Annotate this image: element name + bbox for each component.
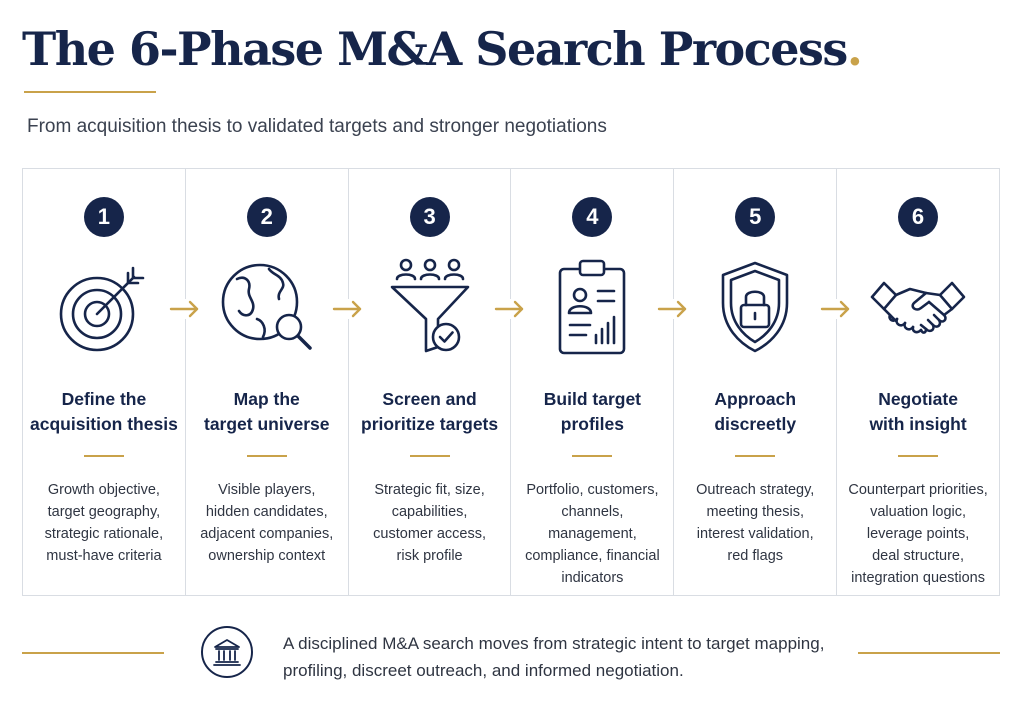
target-icon — [54, 257, 154, 357]
phase-description: Counterpart priorities, valuation logic,… — [848, 482, 988, 586]
phase-number-badge: 4 — [572, 197, 613, 237]
phase-description: Outreach strategy, meeting thesis, inter… — [696, 482, 815, 564]
funnel-people-icon — [380, 257, 480, 357]
phase-divider — [898, 455, 939, 457]
phase-card-2: 2 Map the target universe Visible player… — [186, 169, 364, 595]
phase-divider — [735, 455, 776, 457]
phase-title: Negotiate with insight — [869, 389, 967, 434]
footer-summary: A disciplined M&A search moves from stra… — [283, 634, 825, 680]
phase-card-1: 1 Define the acquisition thesis Growth o… — [23, 169, 201, 595]
phase-number-badge: 5 — [735, 197, 776, 237]
phase-number-badge: 3 — [409, 197, 450, 237]
arrow-right-icon — [494, 299, 527, 319]
phase-card-6: 6 Negotiate with insight Counterpart — [837, 169, 999, 595]
phase-divider — [83, 455, 124, 457]
phase-card-3: 3 Screen and prioritize targets Strategi… — [349, 169, 527, 595]
phase-divider — [409, 455, 450, 457]
handshake-icon — [868, 257, 968, 357]
phase-title: Map the target universe — [204, 389, 330, 434]
phase-number-badge: 1 — [83, 197, 124, 237]
phase-divider — [572, 455, 613, 457]
phase-description: Growth objective, target geography, stra… — [44, 482, 164, 564]
phase-number-badge: 6 — [898, 197, 939, 237]
phase-description: Visible players, hidden candidates, adja… — [200, 482, 334, 564]
phase-number-badge: 2 — [246, 197, 287, 237]
phase-title: Define the acquisition thesis — [30, 389, 178, 434]
page-title: The 6-Phase M&A Search Process. — [22, 22, 863, 76]
arrow-right-icon — [657, 299, 690, 319]
footer-rule-left — [22, 652, 164, 654]
phase-title: Screen and prioritize targets — [361, 389, 499, 434]
title-underline — [24, 91, 156, 93]
phase-card-4: 4 Build target profiles Portfolio, custo… — [511, 169, 690, 595]
arrow-right-icon — [820, 299, 853, 319]
globe-search-icon — [217, 257, 317, 357]
bank-icon — [201, 626, 253, 678]
shield-lock-icon — [705, 257, 805, 357]
title-text: The 6-Phase M&A Search Process — [22, 22, 848, 76]
footer-rule-right — [858, 652, 1000, 654]
phase-card-5: 5 Approach discreetly Outreach strategy,… — [674, 169, 853, 595]
title-accent-dot: . — [846, 22, 863, 76]
arrow-right-icon — [331, 299, 364, 319]
phase-divider — [246, 455, 287, 457]
phase-title: Approach discreetly — [714, 389, 797, 434]
arrow-right-icon — [168, 299, 201, 319]
page-subtitle: From acquisition thesis to validated tar… — [27, 116, 607, 137]
phase-description: Strategic fit, size, capabilities, custo… — [373, 482, 486, 564]
phase-row: 1 Define the acquisition thesis Growth o… — [22, 168, 1000, 596]
phase-title: Build target profiles — [543, 389, 642, 434]
phase-description: Portfolio, customers, channels, manageme… — [525, 482, 660, 586]
clipboard-profile-icon — [542, 257, 642, 357]
